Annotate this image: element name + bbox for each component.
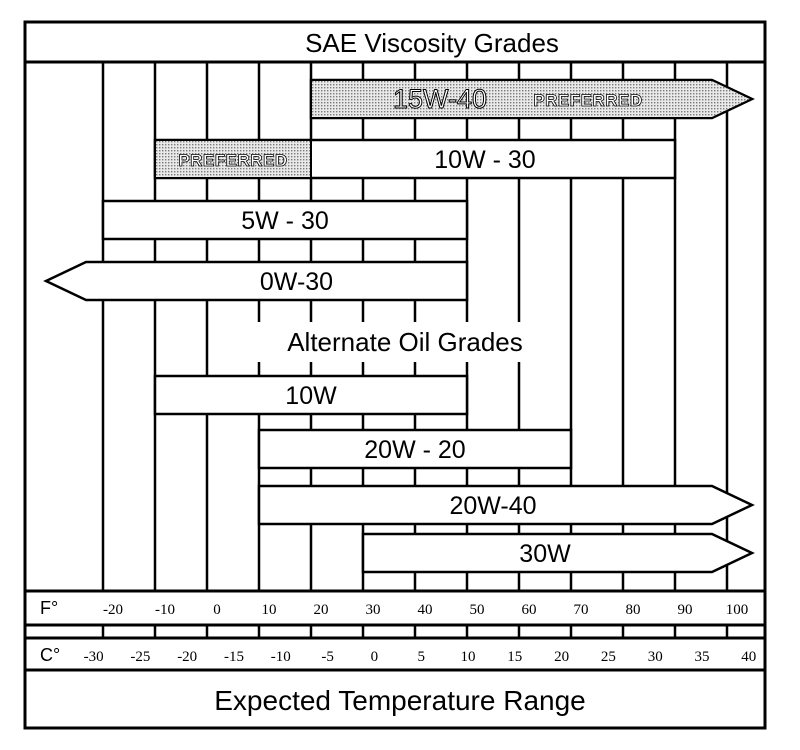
grade-label: 5W - 30 — [241, 207, 329, 235]
fahrenheit-tick: 100 — [726, 602, 749, 618]
preferred-shading — [310, 79, 755, 119]
preferred-tag: PREFERRED — [533, 91, 642, 110]
grade-bar: PREFERRED 15W-40 — [309, 78, 755, 120]
bar-shape — [257, 484, 755, 526]
bar-shape — [257, 428, 573, 470]
x-axis-label: Expected Temperature Range — [214, 685, 586, 716]
celsius-tick: -5 — [321, 649, 334, 665]
celsius-tick: 25 — [601, 649, 616, 665]
fahrenheit-tick: 70 — [574, 602, 589, 618]
grade-label: 0W-30 — [260, 268, 333, 296]
grade-label: 10W — [285, 382, 337, 410]
fahrenheit-unit-label: F° — [40, 598, 58, 618]
fahrenheit-tick-labels: -20 -10 0 10 20 30 40 50 60 70 80 90 100 — [103, 602, 748, 618]
bar-shape — [361, 532, 755, 574]
fahrenheit-tick: -10 — [155, 602, 175, 618]
bar-shape — [153, 374, 469, 416]
grade-bar: 10W — [153, 374, 469, 416]
fahrenheit-tick: 80 — [626, 602, 641, 618]
grade-bar: 20W-40 — [257, 484, 755, 526]
celsius-tick: 5 — [417, 649, 425, 665]
celsius-tick: 35 — [695, 649, 710, 665]
fahrenheit-tick: 0 — [213, 602, 221, 618]
fahrenheit-tick: 20 — [314, 602, 329, 618]
celsius-tick: 15 — [507, 649, 522, 665]
celsius-tick: 30 — [648, 649, 663, 665]
celsius-tick: 10 — [461, 649, 476, 665]
grade-label: 20W - 20 — [364, 436, 465, 464]
grade-label: 15W-40 — [393, 84, 487, 114]
fahrenheit-tick: 10 — [262, 602, 277, 618]
celsius-tick: 40 — [741, 649, 756, 665]
section-label-backing — [255, 322, 555, 362]
celsius-tick: -30 — [84, 649, 104, 665]
fahrenheit-band — [23, 589, 767, 627]
celsius-tick: -25 — [130, 649, 150, 665]
grade-label: 10W - 30 — [434, 146, 535, 174]
celsius-tick: 0 — [371, 649, 379, 665]
fahrenheit-tick: -20 — [103, 602, 123, 618]
grade-label: 30W — [519, 540, 571, 568]
celsius-tick: -20 — [177, 649, 197, 665]
fahrenheit-tick: 90 — [678, 602, 693, 618]
fahrenheit-tick: 60 — [522, 602, 537, 618]
grade-bar: 30W — [361, 532, 755, 574]
chart-title: SAE Viscosity Grades — [305, 28, 559, 58]
grade-label: 20W-40 — [449, 492, 536, 520]
celsius-tick: -15 — [224, 649, 244, 665]
bar-shape — [101, 199, 469, 241]
celsius-band — [23, 636, 767, 672]
bar-shape — [43, 260, 469, 302]
alternate-grades-label: Alternate Oil Grades — [287, 327, 523, 357]
celsius-tick-labels: -30 -25 -20 -15 -10 -5 0 5 10 15 20 25 30 35 40 — [84, 649, 757, 665]
celsius-unit-label: C° — [40, 645, 60, 665]
celsius-tick: 20 — [554, 649, 569, 665]
alternate-grade-bars: 10W 20W - 20 20W-40 30W — [153, 374, 755, 574]
grade-bar: 0W-30 — [43, 260, 469, 302]
fahrenheit-tick: 30 — [366, 602, 381, 618]
fahrenheit-tick: 40 — [418, 602, 433, 618]
celsius-tick: -10 — [271, 649, 291, 665]
preferred-shading — [154, 139, 312, 179]
grade-bar: 20W - 20 — [257, 428, 573, 470]
preferred-tag: PREFERRED — [178, 151, 287, 170]
fahrenheit-tick: 50 — [470, 602, 485, 618]
grade-bar: PREFERRED 10W - 30 — [153, 138, 677, 180]
grade-bar: 5W - 30 — [101, 199, 469, 241]
